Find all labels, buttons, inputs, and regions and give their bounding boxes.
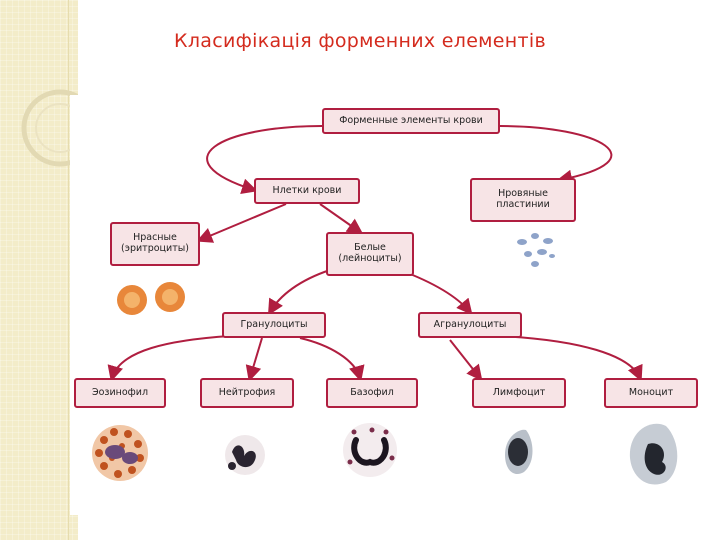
- arrow-gran-to-neutrophil: [245, 337, 263, 382]
- box-white-cells: Белые (лейноциты): [326, 232, 414, 276]
- arrow-root-to-platelets: [499, 125, 613, 186]
- neutrophil-cell-icon: [225, 435, 265, 475]
- arrow-agran-to-monocyte: [499, 335, 643, 382]
- red-blood-cell-icon: [117, 282, 185, 315]
- ring-ornament-outer: [21, 89, 78, 167]
- box-platelets: Нровяные пластинии: [470, 178, 576, 222]
- box-lymphocyte: Лимфоцит: [472, 378, 566, 408]
- arrow-gran-to-basophil: [299, 337, 365, 382]
- arrow-white-to-agranulocytes: [399, 269, 473, 316]
- box-monocyte: Моноцит: [604, 378, 698, 408]
- platelets-icon: [517, 233, 555, 267]
- arrow-cells-to-red: [196, 203, 287, 243]
- ring-ornament: [21, 89, 78, 167]
- lymphocyte-cell-icon: [505, 429, 533, 475]
- slide-title: Класифікація форменних елементів: [174, 30, 546, 52]
- arrow-white-to-granulocytes: [267, 269, 331, 316]
- monocyte-cell-icon: [629, 423, 678, 485]
- box-red-cells: Нрасные (эритроциты): [110, 222, 200, 266]
- strip-divider: [68, 0, 69, 540]
- arrow-gran-to-eosinophil: [107, 335, 231, 382]
- arrow-root-to-cells: [206, 125, 323, 194]
- box-agranulocytes: Агранулоциты: [418, 312, 522, 338]
- ring-ornament-inner: [35, 103, 78, 153]
- box-blood-elements: Форменные элементы крови: [322, 108, 500, 134]
- box-granulocytes: Гранулоциты: [222, 312, 326, 338]
- box-eosinophil: Эозинофил: [74, 378, 166, 408]
- arrow-cells-to-white: [319, 203, 364, 235]
- box-blood-cells: Нлетки крови: [254, 178, 360, 204]
- eosinophil-cell-icon: [92, 425, 148, 481]
- basophil-cell-icon: [343, 423, 397, 477]
- box-neutrophil: Нейтрофия: [200, 378, 294, 408]
- box-basophil: Базофил: [326, 378, 418, 408]
- arrow-agran-to-lymphocyte: [449, 339, 483, 382]
